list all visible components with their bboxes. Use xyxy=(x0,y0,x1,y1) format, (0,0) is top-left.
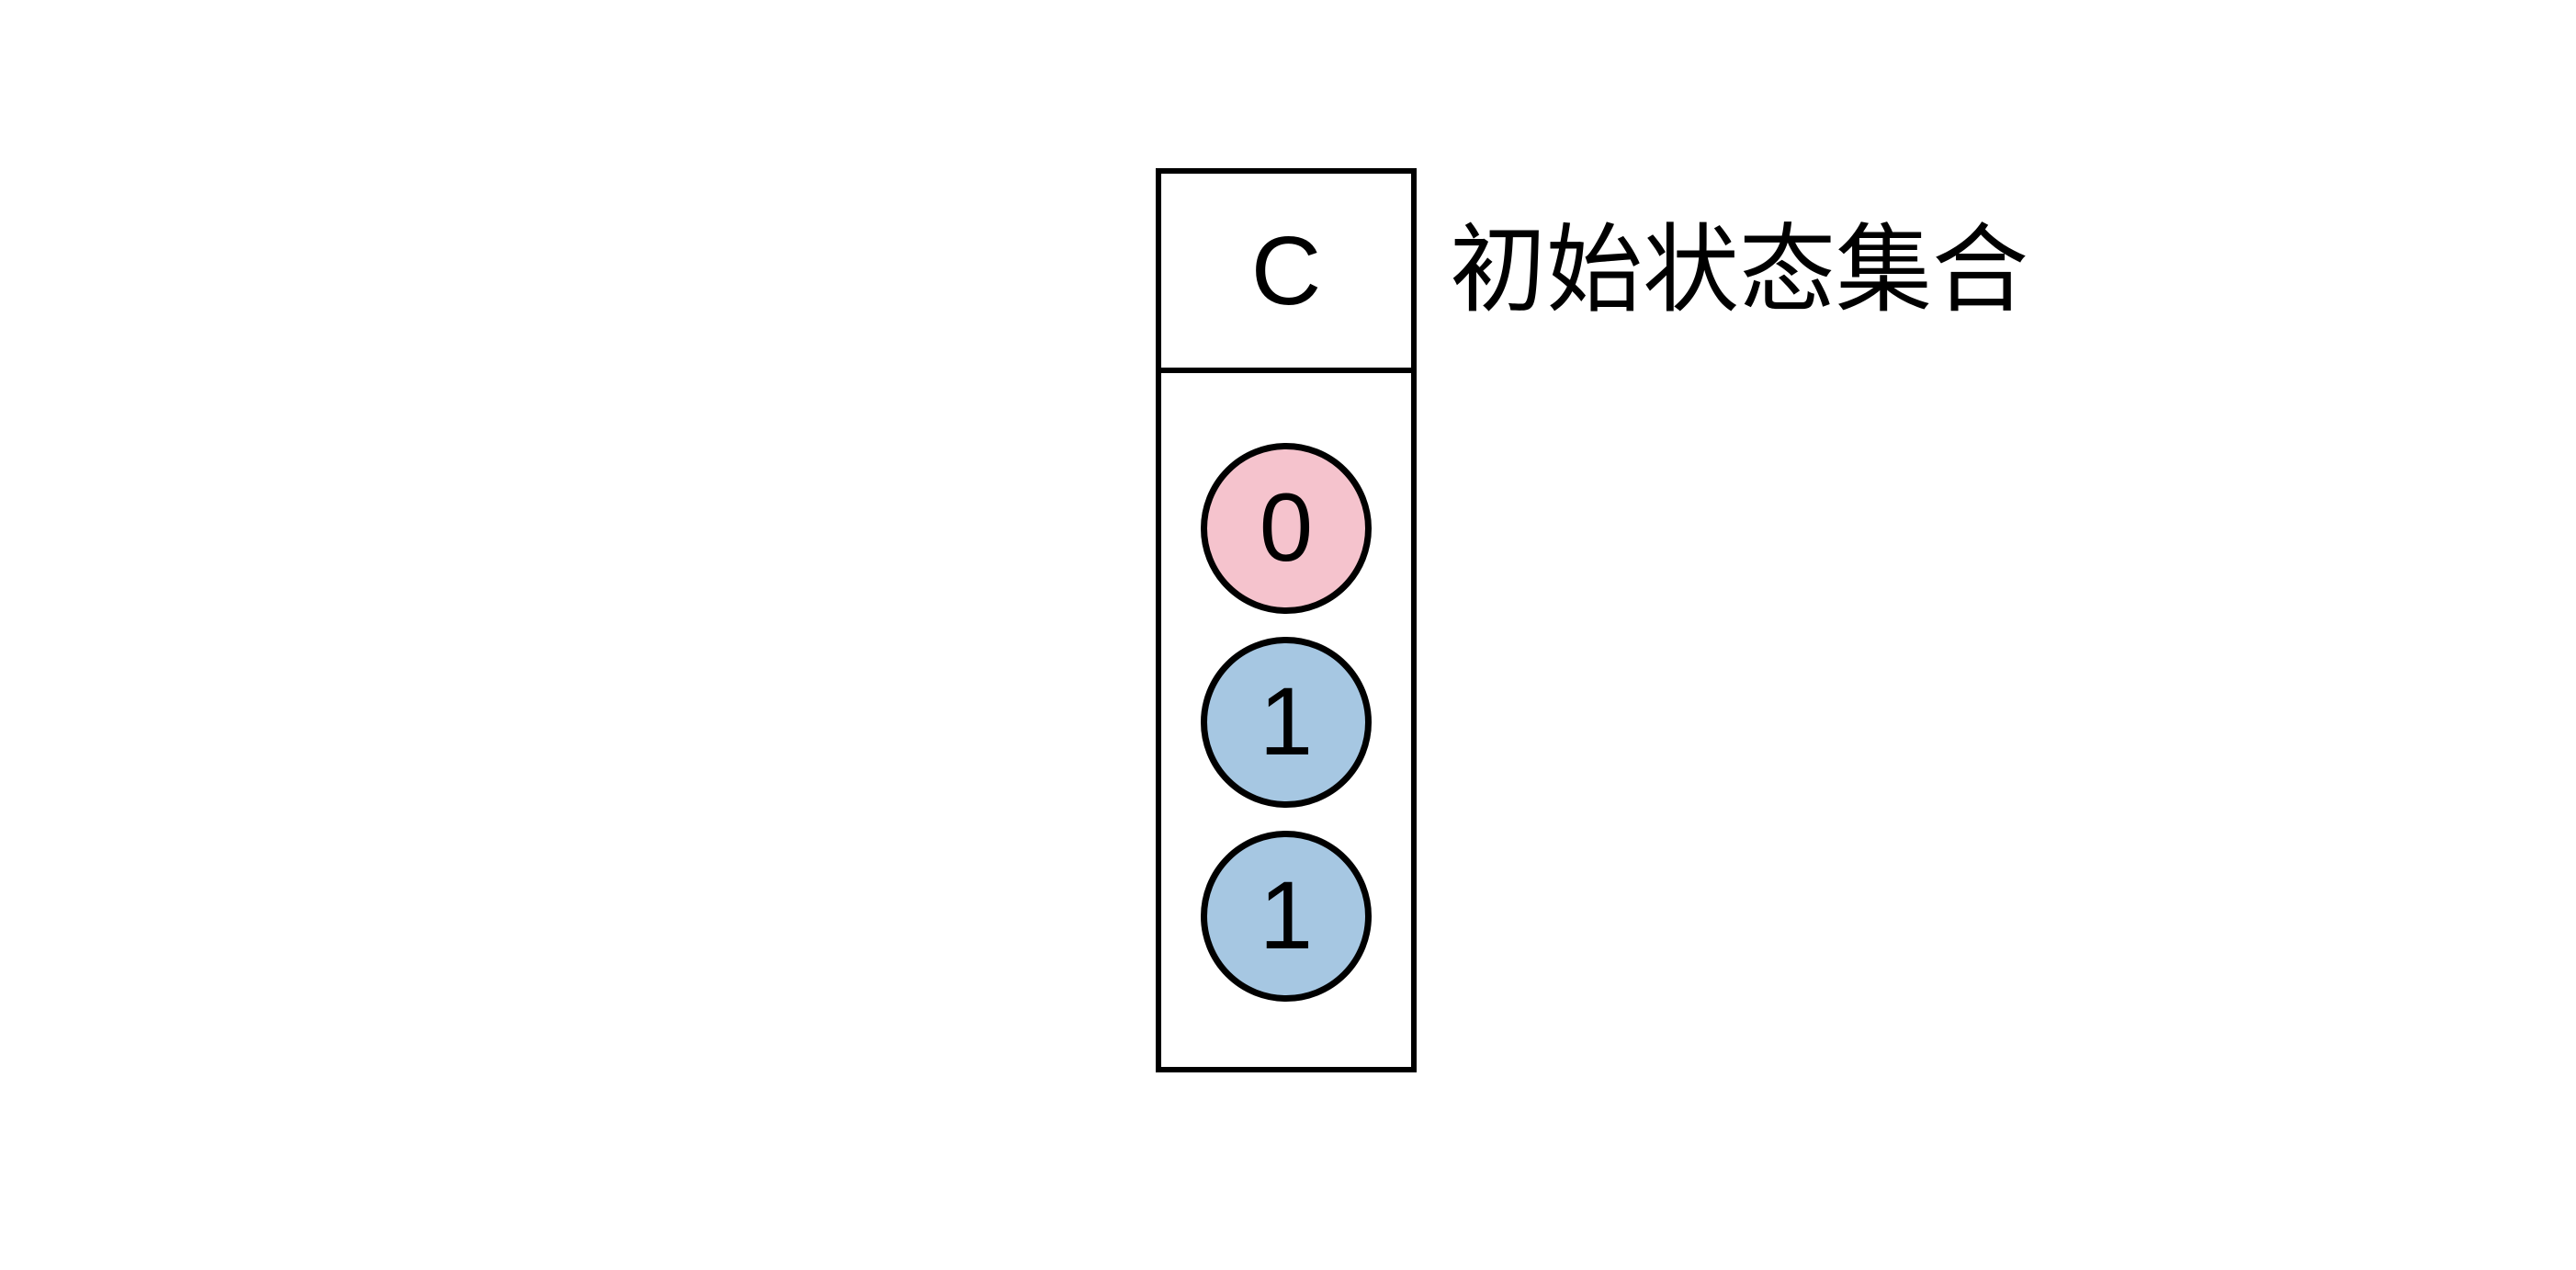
annotation-text: 初始状态集合 xyxy=(1450,217,2029,324)
column-header-label: C xyxy=(1250,216,1322,325)
column-body-cell: 0 1 1 xyxy=(1161,373,1411,1067)
state-circle-0: 0 xyxy=(1201,442,1372,614)
state-circle-0-label: 0 xyxy=(1259,474,1314,582)
state-circle-1-label: 1 xyxy=(1259,668,1314,776)
state-circle-1: 1 xyxy=(1201,636,1372,808)
column-header-cell: C xyxy=(1161,174,1411,373)
state-circle-2: 1 xyxy=(1201,830,1372,1002)
state-circle-2-label: 1 xyxy=(1259,862,1314,970)
column-annotation: 初始状态集合 xyxy=(1450,168,2028,373)
state-column: C 0 1 1 xyxy=(1156,168,1417,1072)
